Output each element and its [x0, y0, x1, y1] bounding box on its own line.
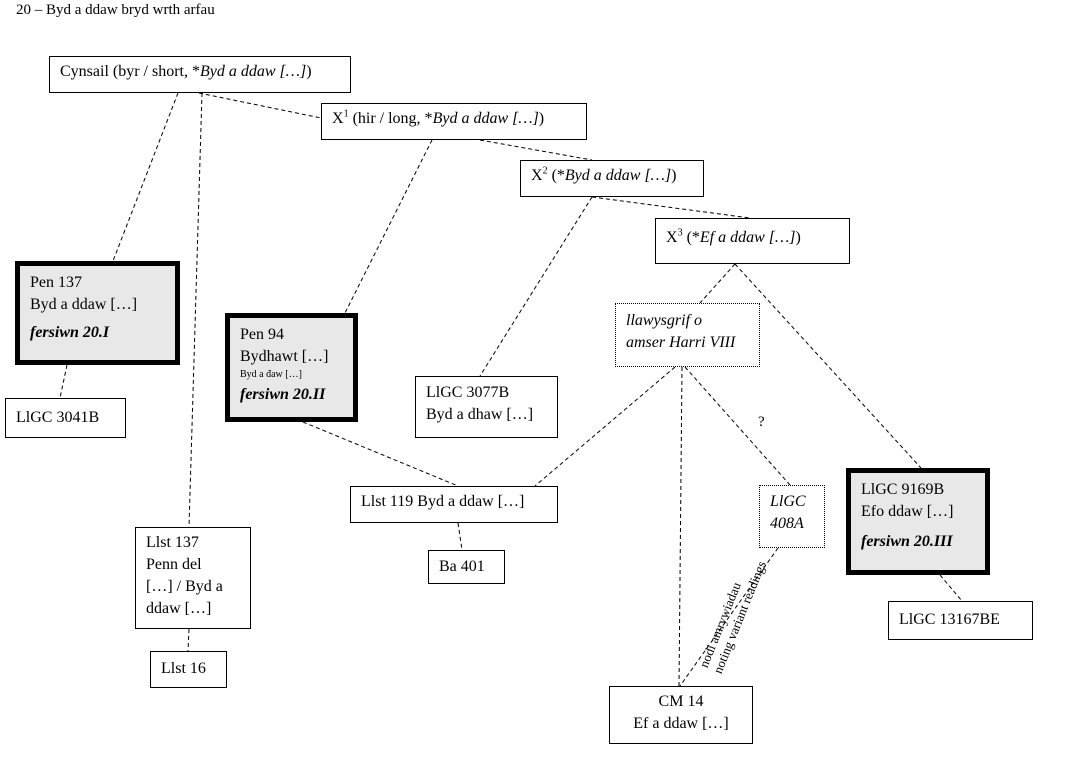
node-llgc-13167be: LlGC 13167BE: [888, 601, 1033, 640]
node-x3: X3 (*Ef a ddaw […]): [655, 218, 850, 264]
edge-x1-x2: [479, 139, 593, 161]
edge-llawysgrif-llst119: [534, 366, 676, 487]
node-llgc-9169b: LlGC 9169B Efo ddaw […] fersiwn 20.III: [846, 468, 990, 575]
node-llgc-3077b: LlGC 3077B Byd a dhaw […]: [415, 376, 558, 438]
node-llst-16: Llst 16: [150, 651, 227, 688]
uncertain-edge-question-mark: ?: [758, 414, 765, 430]
edge-llawysgrif-cm14: [678, 366, 683, 687]
edge-cynsail-pen137: [112, 92, 179, 262]
node-x1: X1 (hir / long, *Byd a ddaw […]): [321, 103, 587, 140]
node-llst-137: Llst 137 Penn del […] / Byd a ddaw […]: [135, 527, 251, 629]
edge-llawysgrif-llgc408a: [684, 366, 791, 486]
node-llgc-408a: LlGC 408A: [759, 485, 825, 548]
edge-x2-llgc3077b: [479, 196, 593, 377]
edge-x2-x3: [591, 196, 751, 219]
edge-llgc408a-cm14: [679, 547, 779, 687]
edge-x3-llawysgrif: [699, 263, 736, 304]
edge-x1-pen94: [344, 139, 433, 314]
node-ba-401: Ba 401: [428, 550, 505, 584]
edge-pen137-llgc3041b: [59, 364, 68, 399]
node-cynsail: Cynsail (byr / short, *Byd a ddaw […]): [49, 56, 351, 93]
node-pen-137: Pen 137 Byd a ddaw […] fersiwn 20.I: [15, 261, 180, 365]
edge-llgc9169b-llgc13167be: [939, 574, 963, 602]
node-llawysgrif-harri-viii: llawysgrif o amser Harri VIII: [615, 303, 760, 367]
edge-cynsail-llst137: [188, 92, 203, 528]
node-llgc-3041b: LlGC 3041B: [5, 398, 126, 438]
edge-llst119-ba401: [457, 522, 463, 551]
node-cm-14: CM 14 Ef a ddaw […]: [609, 686, 753, 744]
edge-llst137-llst16: [187, 628, 190, 652]
diagram-title: 20 – Byd a ddaw bryd wrth arfau: [16, 2, 215, 18]
node-llst-119: Llst 119 Byd a ddaw […]: [350, 486, 558, 523]
node-pen-94: Pen 94 Bydhawt […] Byd a đaw […] fersiwn…: [225, 313, 358, 422]
edge-cynsail-x1: [198, 92, 322, 119]
node-x2: X2 (*Byd a ddaw […]): [520, 160, 704, 197]
edge-x3-llgc9169b: [734, 263, 922, 469]
